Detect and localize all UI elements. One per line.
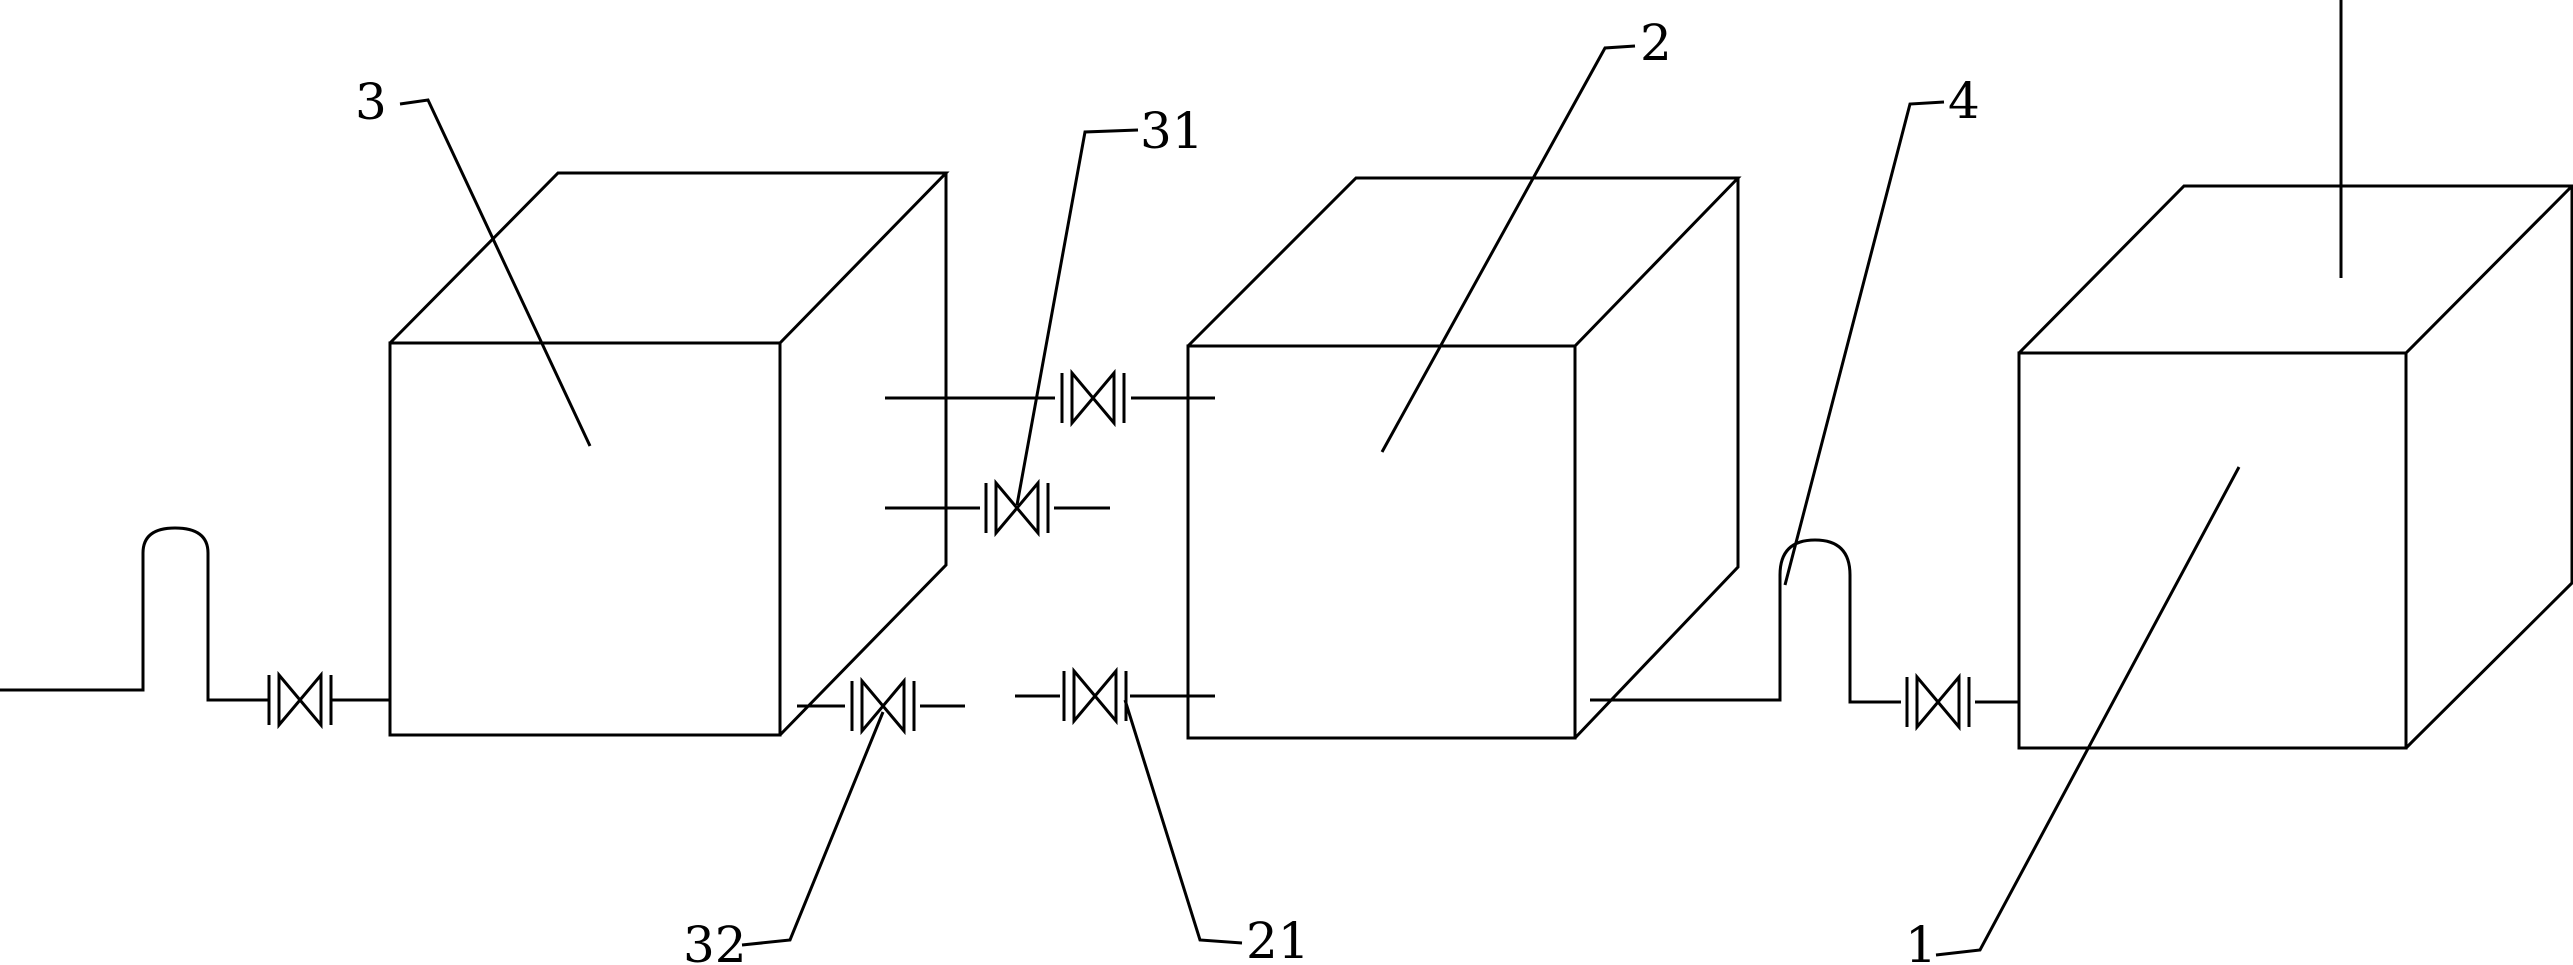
siphon-4-valve [1905, 675, 1971, 729]
tank-3 [388, 171, 950, 737]
label-valve-31: 31 [1140, 102, 1204, 160]
connecting-valve-top [1060, 371, 1126, 425]
valve-21 [1062, 669, 1128, 723]
label-tank-3: 3 [355, 73, 387, 131]
left-siphon-pipe [0, 526, 390, 702]
label-siphon-4: 4 [1948, 72, 1980, 130]
leader-lines [399, 44, 2241, 957]
left-inlet-valve [267, 673, 333, 727]
label-valve-32: 32 [683, 916, 747, 965]
siphon-4-pipe [1590, 538, 2019, 704]
valve-31 [984, 481, 1050, 535]
label-valve-21: 21 [1246, 912, 1310, 965]
tank-2 [1186, 176, 1742, 740]
valve-32 [850, 679, 916, 733]
label-tank-1: 1 [1905, 916, 1937, 965]
label-tank-2: 2 [1640, 14, 1672, 72]
tank-1 [2017, 184, 2573, 750]
